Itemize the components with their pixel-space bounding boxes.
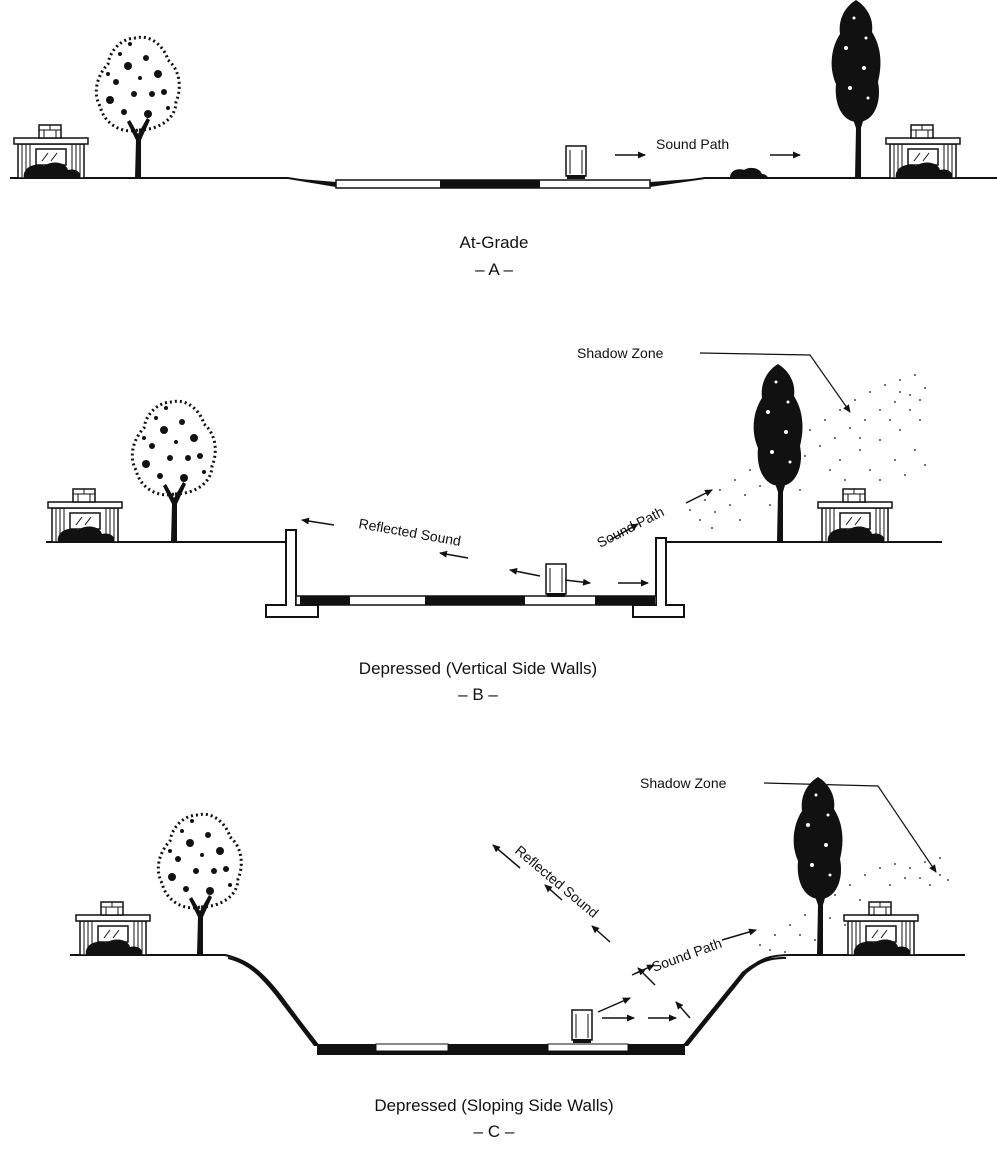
cut-slope xyxy=(70,954,965,1055)
sound-path-arrow xyxy=(564,578,591,586)
shadow-zone-label: Shadow Zone xyxy=(577,345,664,361)
shadow-zone-dots xyxy=(759,857,949,953)
tree-icon xyxy=(753,364,803,542)
tree-icon xyxy=(793,777,843,955)
panel-caption: At-Grade xyxy=(460,233,529,252)
house-icon xyxy=(75,901,151,956)
house-icon xyxy=(13,124,89,179)
reflected-sound-arrow xyxy=(301,517,335,526)
reflected-sound-arrow xyxy=(439,550,469,559)
shadow-zone-dots xyxy=(689,374,926,529)
house-icon xyxy=(843,901,919,956)
reflected-sound-arrow xyxy=(544,884,563,901)
house-icon xyxy=(817,488,893,543)
truck-icon xyxy=(571,1009,593,1044)
tree-icon xyxy=(831,0,881,178)
panel-caption: Depressed (Vertical Side Walls) xyxy=(359,659,597,678)
sound-path-arrow xyxy=(721,928,757,941)
shadow-zone-label: Shadow Zone xyxy=(640,775,727,791)
truck-icon xyxy=(565,145,587,180)
panel-letter: – A – xyxy=(475,260,513,279)
house-icon xyxy=(885,124,961,179)
panel-letter: – C – xyxy=(474,1122,515,1141)
sound-path-arrow xyxy=(609,523,639,541)
tree-icon xyxy=(156,812,243,957)
reflected-sound-label: Reflected Sound xyxy=(512,842,602,921)
panel-b: Reflected Sound Sound Path Shadow Zone D… xyxy=(46,345,942,704)
reflected-sound-label: Reflected Sound xyxy=(357,515,462,549)
panel-a: Sound Path At-Grade – A – xyxy=(10,0,997,279)
reflected-sound-arrow xyxy=(509,567,541,577)
sound-path-arrow xyxy=(631,964,655,976)
reflected-sound-arrow xyxy=(675,1001,691,1019)
sound-path-arrow xyxy=(685,489,713,504)
panel-letter: – B – xyxy=(458,685,498,704)
roadway xyxy=(318,1043,684,1054)
sound-path-arrow xyxy=(597,997,631,1013)
shadow-zone-leader xyxy=(763,782,937,873)
shadow-zone-leader xyxy=(699,352,851,413)
roadway xyxy=(288,178,705,189)
panel-caption: Depressed (Sloping Side Walls) xyxy=(374,1096,613,1115)
tree-icon xyxy=(130,399,217,544)
roadway xyxy=(295,595,657,606)
reflected-sound-arrow xyxy=(492,844,521,869)
house-icon xyxy=(47,488,123,543)
reflected-sound-arrow xyxy=(591,925,611,943)
truck-icon xyxy=(545,563,567,598)
tree-icon xyxy=(94,35,181,180)
shrub-icon xyxy=(730,167,768,178)
sound-path-label: Sound Path xyxy=(656,136,729,152)
sound-path-label: Sound Path xyxy=(650,935,724,975)
panel-c: Reflected Sound Sound Path Shadow Zone D… xyxy=(70,775,965,1141)
